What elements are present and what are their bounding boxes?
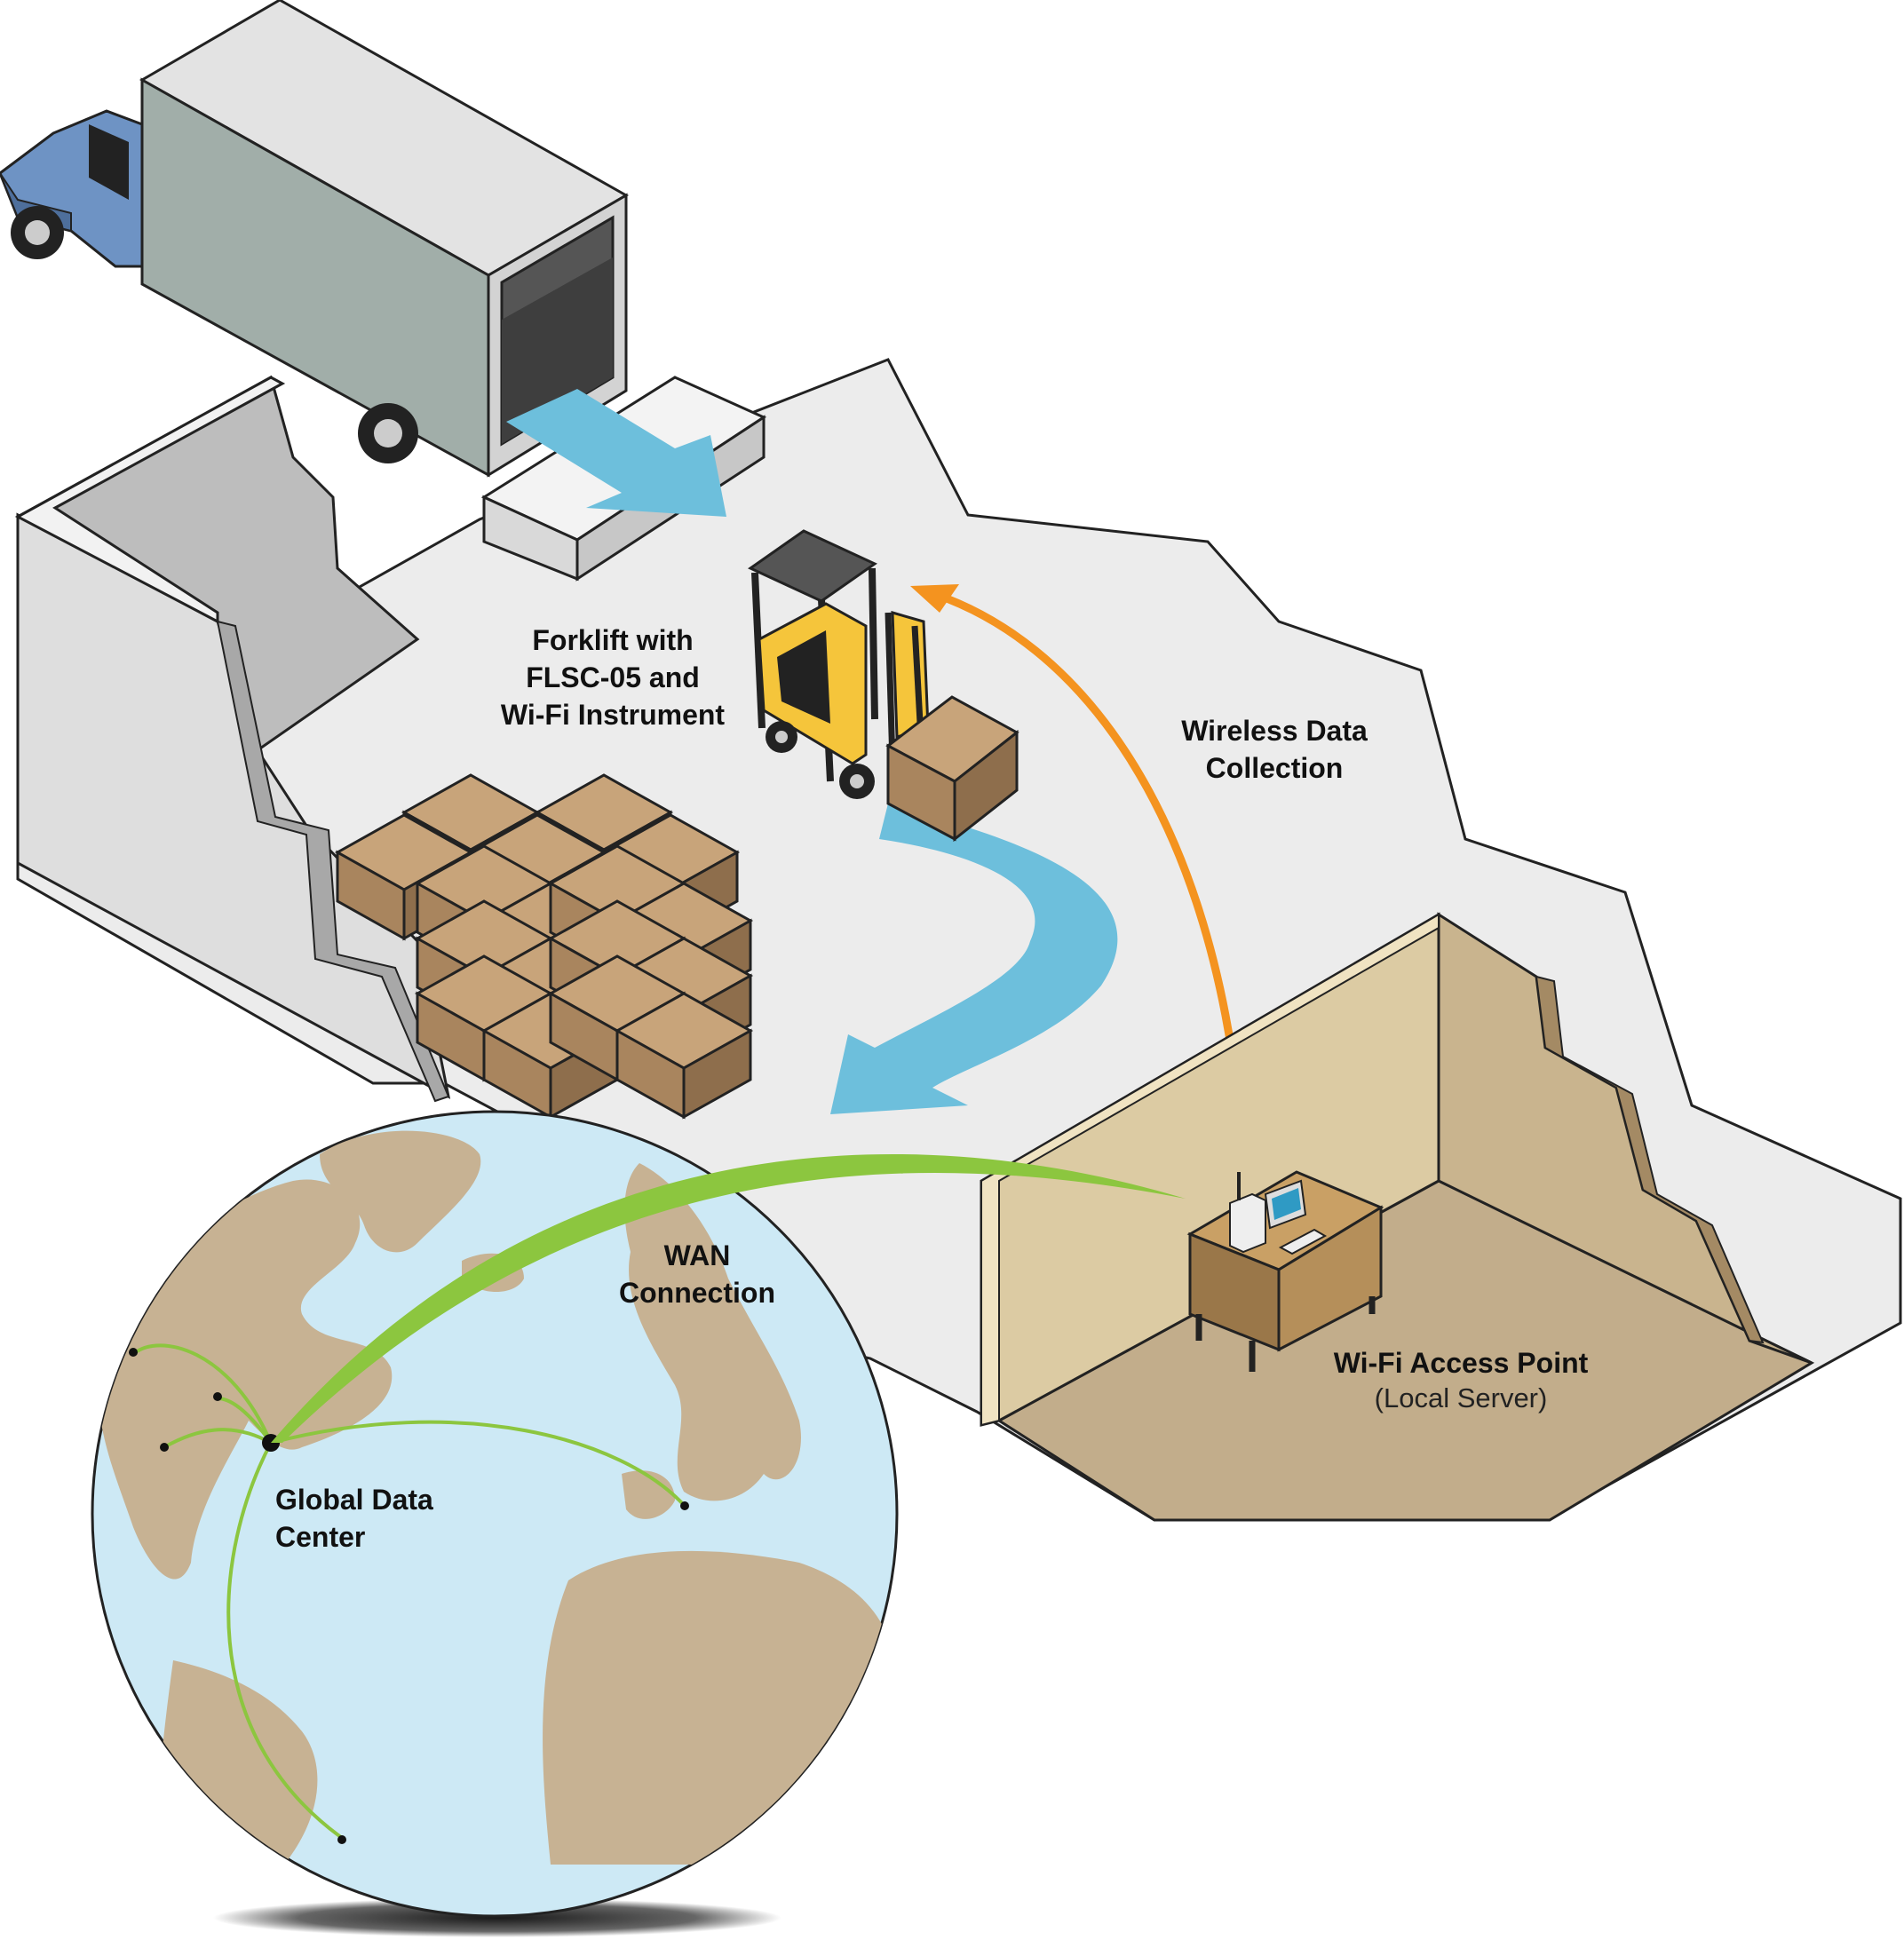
left-warehouse-wall: [14, 375, 451, 1103]
office-room: [980, 912, 1815, 1522]
access-point-label-sub: (Local Server): [1374, 1382, 1548, 1413]
forklift-label-line-3: Wi-Fi Instrument: [500, 699, 726, 731]
wireless-label-line-2: Collection: [1205, 752, 1344, 784]
delivery-truck: [0, 0, 630, 478]
wan-label-line-2: Connection: [619, 1277, 775, 1309]
wan-link: [271, 1153, 1186, 1443]
unload-flow-arrow: [506, 389, 726, 517]
wan-label: WAN Connection: [586, 1237, 808, 1311]
wan-label-line-1: WAN: [663, 1239, 731, 1271]
wireless-label: Wireless Data Collection: [1146, 712, 1403, 787]
box: [682, 1028, 752, 1120]
access-point-label: Wi-Fi Access Point (Local Server): [1314, 1344, 1607, 1415]
data-center-label-line-1: Global Data: [275, 1484, 433, 1516]
forklift-label-line-2: FLSC-05 and: [526, 661, 700, 693]
forklift-label: Forklift with FLSC-05 and Wi-Fi Instrume…: [480, 622, 746, 733]
storage-flow-arrow: [830, 804, 1118, 1114]
data-center-label: Global Data Center: [275, 1481, 453, 1556]
access-point-label-title: Wi-Fi Access Point: [1333, 1347, 1589, 1379]
globe: [91, 1110, 899, 1937]
data-center-label-line-2: Center: [275, 1521, 366, 1553]
box-stack: [334, 773, 754, 1120]
forklift: [748, 529, 1019, 843]
wireless-label-line-1: Wireless Data: [1181, 715, 1368, 747]
forklift-label-line-1: Forklift with: [532, 624, 694, 656]
